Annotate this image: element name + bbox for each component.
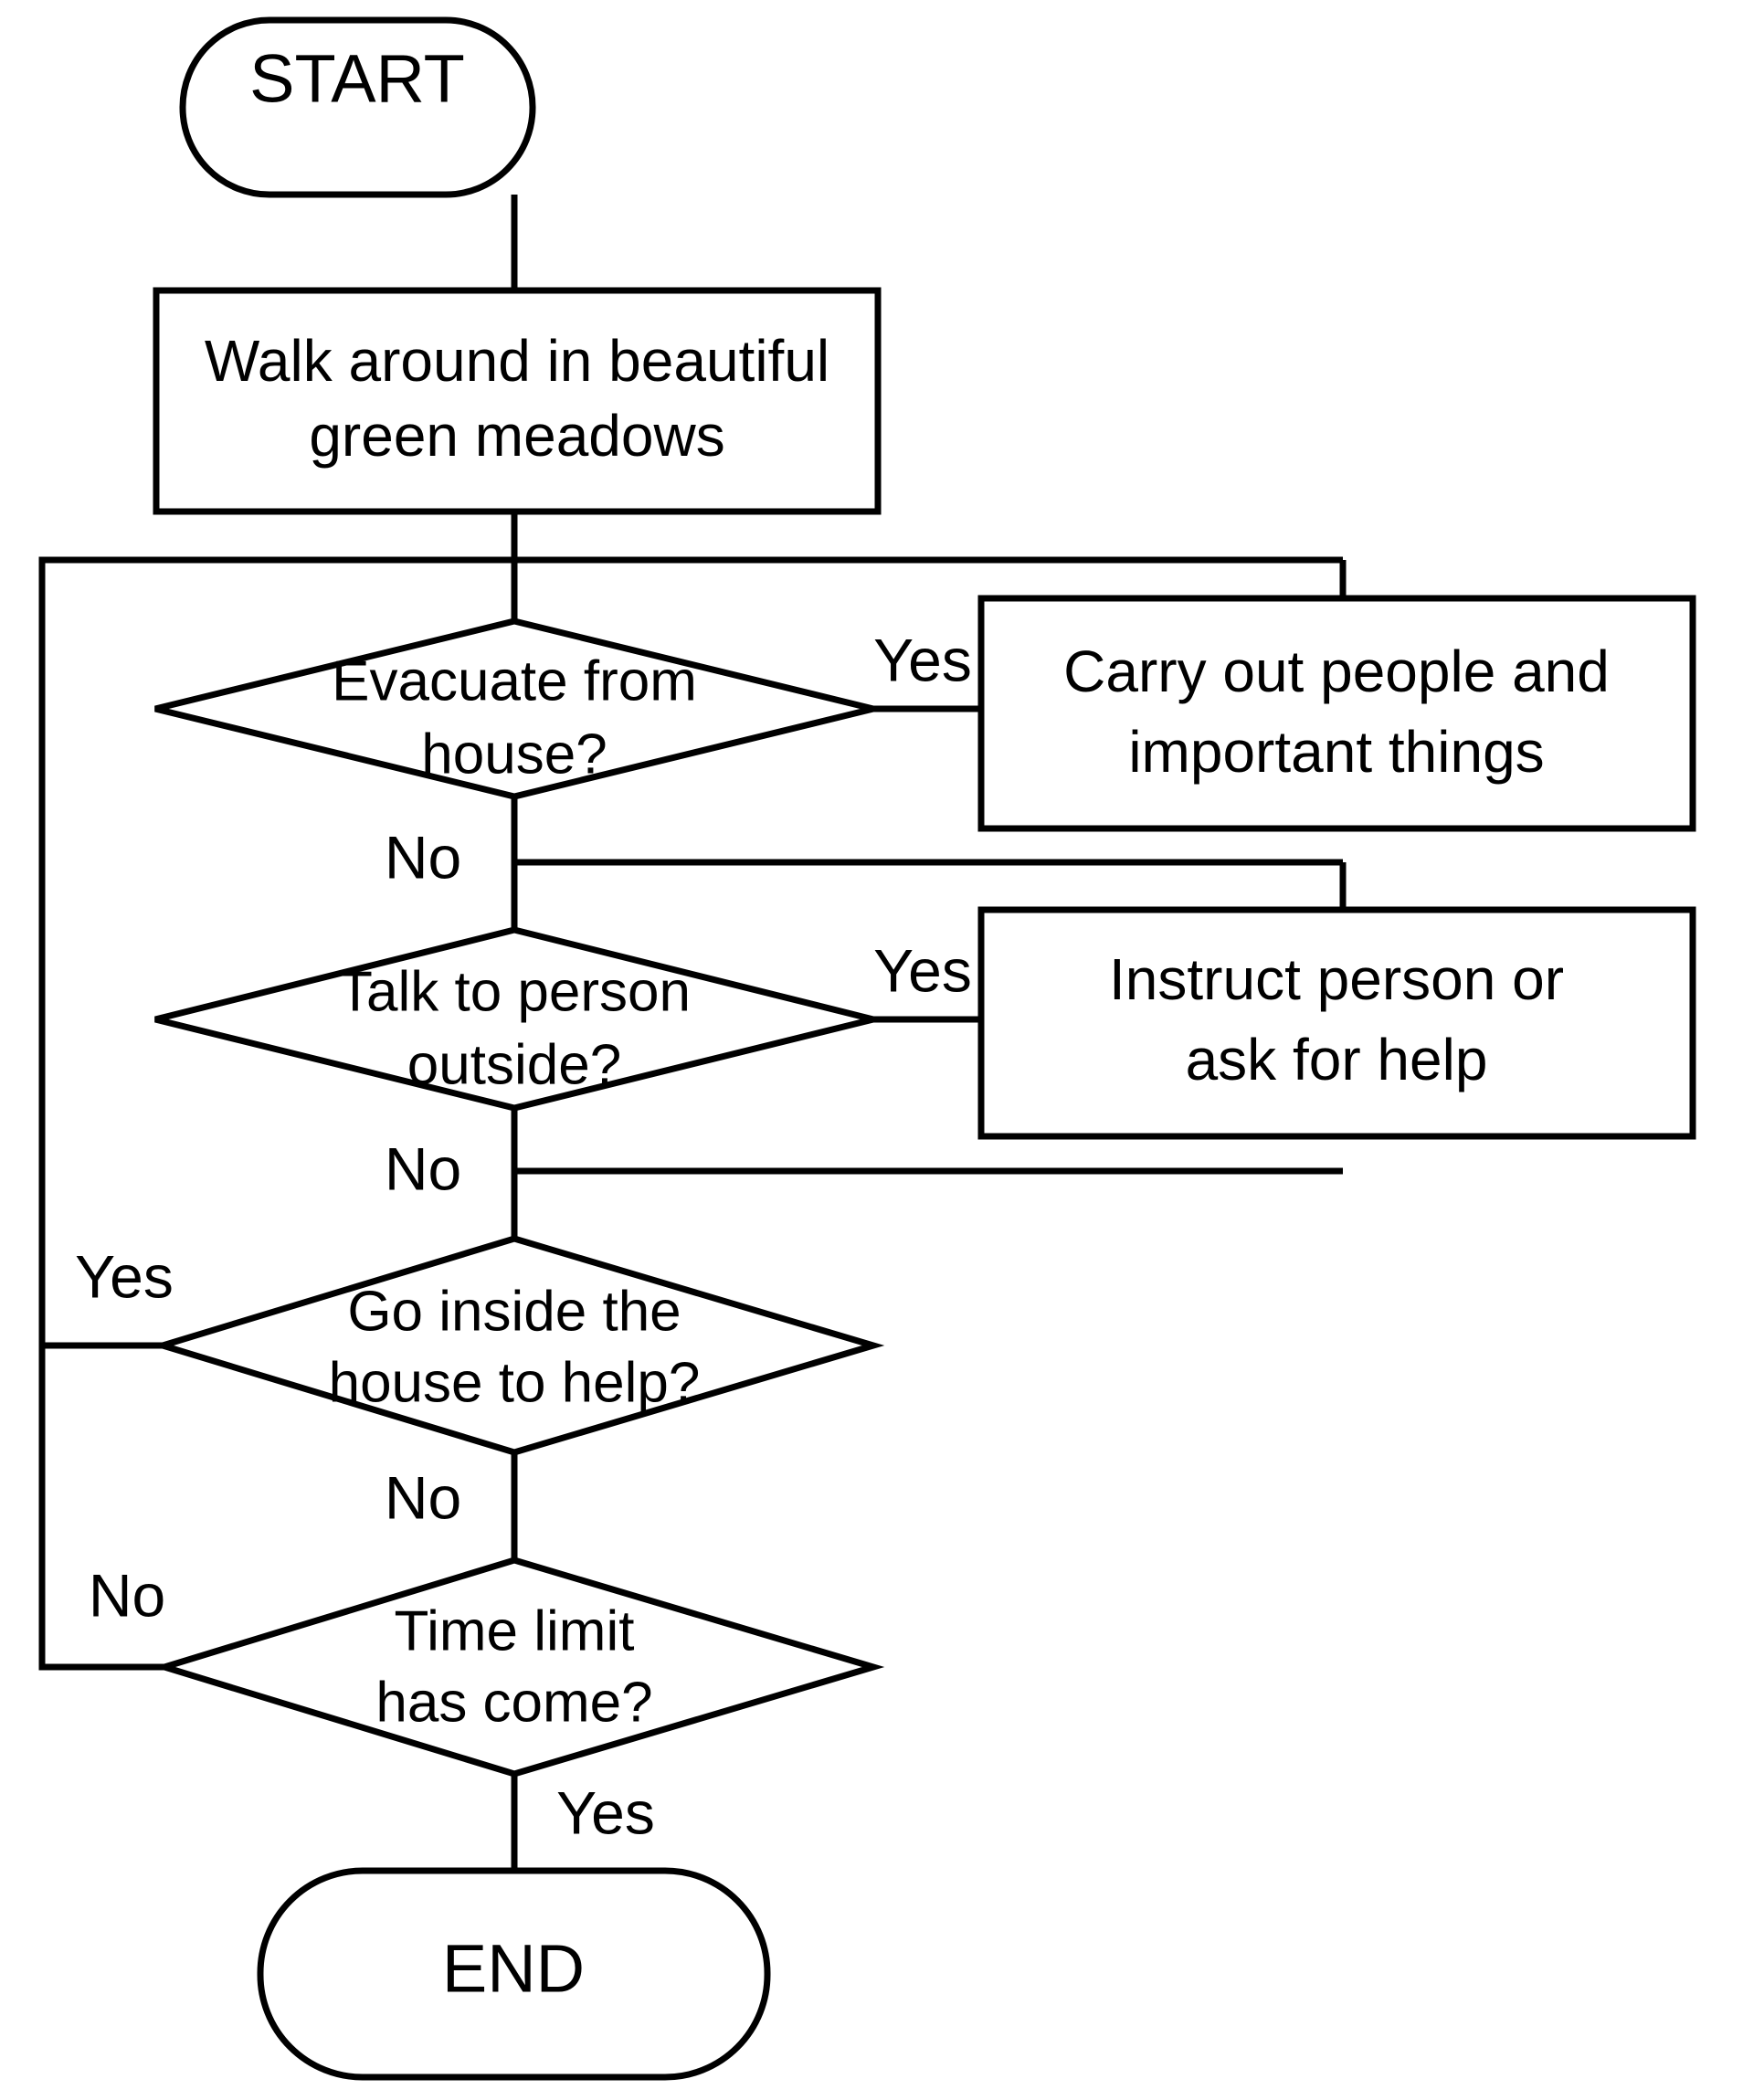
go-inside-diamond-shape [151,1235,885,1456]
node-talk-decision[interactable]: Talk to person outside? [154,926,874,1112]
edge-label-go-inside-no: No [385,1463,461,1531]
edge-label-talk-yes: Yes [873,936,972,1004]
start-terminal-shape [179,16,536,198]
edge-label-go-inside-yes: Yes [75,1242,174,1310]
instruct-process-shape [977,906,1696,1140]
node-evacuate-decision[interactable]: Evacuate from house? [154,617,874,800]
walk-label-line2: green meadows [309,403,724,469]
carry-label-line2: important things [1128,719,1544,785]
carry-label-line1: Carry out people and [1063,638,1610,704]
evacuate-label-line2: house? [421,723,607,786]
evacuate-label-line1: Evacuate from [332,649,697,712]
start-label: START [249,41,465,117]
talk-label-line2: outside? [407,1033,621,1096]
edge-label-evacuate-no: No [385,823,461,891]
node-walk-around[interactable]: Walk around in beautiful green meadows [153,287,882,515]
time-limit-diamond-shape [153,1557,885,1778]
edge-labels: Yes No Yes No Yes No No Yes [75,626,972,1846]
end-terminal-shape [257,1867,771,2081]
node-instruct[interactable]: Instruct person or ask for help [977,906,1696,1140]
node-carry-out[interactable]: Carry out people and important things [977,595,1696,832]
edge-label-evacuate-yes: Yes [873,626,972,693]
go-inside-label-line1: Go inside the [347,1280,681,1343]
instruct-label-line1: Instruct person or [1109,946,1564,1012]
time-limit-label-line1: Time limit [395,1599,635,1662]
go-inside-label-line2: house to help? [329,1351,701,1414]
node-go-inside-decision[interactable]: Go inside the house to help? [151,1235,885,1456]
talk-diamond-shape [154,926,874,1112]
node-start[interactable]: START [179,16,536,198]
edge-label-talk-no: No [385,1134,461,1202]
node-end[interactable]: END [257,1867,771,2081]
edge-left-feedback-bus [38,556,1343,1671]
instruct-label-line2: ask for help [1186,1027,1488,1092]
evacuate-diamond-shape [154,617,874,800]
connectors [38,195,1347,1871]
time-limit-label-line2: has come? [375,1671,652,1734]
walk-label-line1: Walk around in beautiful [205,328,829,394]
carry-process-shape [977,595,1696,832]
node-time-limit-decision[interactable]: Time limit has come? [153,1557,885,1778]
end-label: END [442,1931,585,2007]
walk-process-shape [153,287,882,515]
talk-label-line1: Talk to person [338,960,691,1023]
edge-label-time-limit-yes: Yes [556,1778,655,1846]
edge-label-time-limit-no: No [89,1561,165,1629]
